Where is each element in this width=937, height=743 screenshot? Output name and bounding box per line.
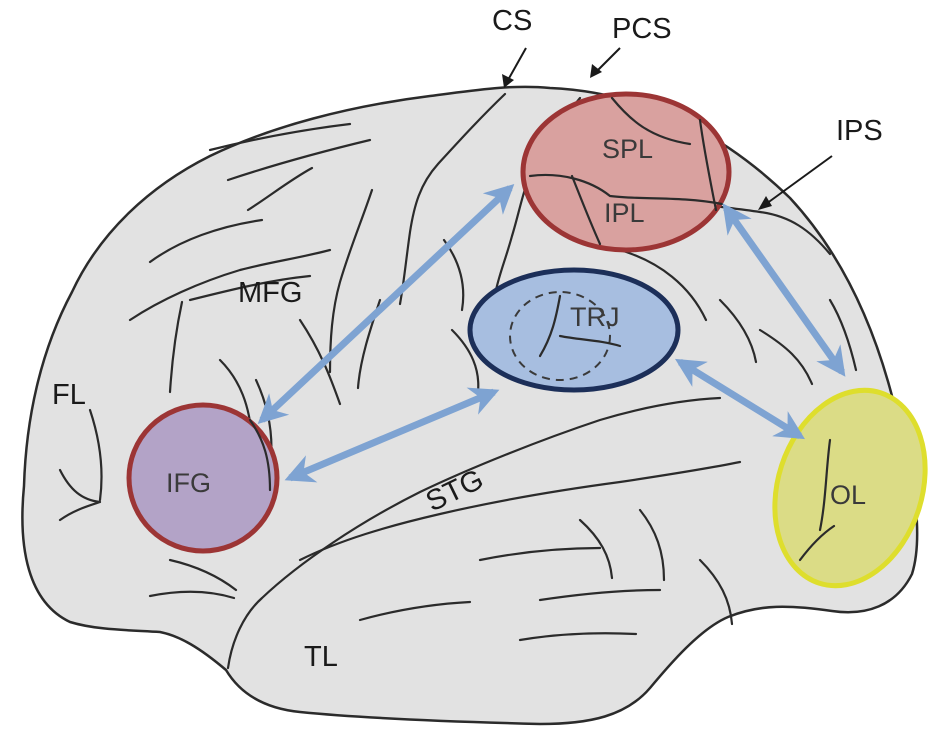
ol-label: OL <box>830 480 866 510</box>
cs-pointer-head <box>502 74 514 88</box>
mfg-label: MFG <box>238 277 302 309</box>
tl-label: TL <box>304 641 338 673</box>
arrow-ifg-trj <box>284 387 500 483</box>
pcs-pointer <box>595 47 621 73</box>
frontal-sulcus-c <box>58 408 103 522</box>
fl-label: FL <box>52 379 86 411</box>
trj-label: TRJ <box>570 302 620 332</box>
temporal-sulcus-a <box>478 508 666 582</box>
ips-pointer-head <box>758 196 772 210</box>
spl-label: SPL <box>602 134 653 164</box>
temporal-sulcus-c <box>148 558 472 622</box>
superior-temporal-sulcus <box>298 460 742 562</box>
ol-inner-sulcus <box>798 438 836 562</box>
ol-region-ellipse <box>772 387 928 589</box>
ifg-label: IFG <box>166 468 211 498</box>
sylvian-fissure <box>226 396 722 670</box>
arrow-ipl-ol <box>722 203 846 377</box>
pcs-pointer-head <box>590 64 602 78</box>
cs-pointer <box>507 47 527 81</box>
ipl-label: IPL <box>604 198 645 228</box>
arrow-ifg-spl <box>257 183 515 425</box>
pcs-label: PCS <box>612 13 672 45</box>
ifg-region-ellipse <box>126 402 280 554</box>
spl-ipl-boundary <box>528 173 724 206</box>
arrow-trj-ol <box>674 358 806 440</box>
ips-label: IPS <box>836 115 883 147</box>
ifg-inner-sulcus <box>248 418 272 492</box>
temporal-sulcus-b <box>518 558 734 642</box>
parietal-region-ellipse <box>520 91 732 253</box>
cs-label: CS <box>492 5 532 37</box>
ips-pointer <box>765 155 833 205</box>
trj-inner-sulcus <box>538 294 622 358</box>
parietal-inner-sulcus <box>570 96 718 246</box>
